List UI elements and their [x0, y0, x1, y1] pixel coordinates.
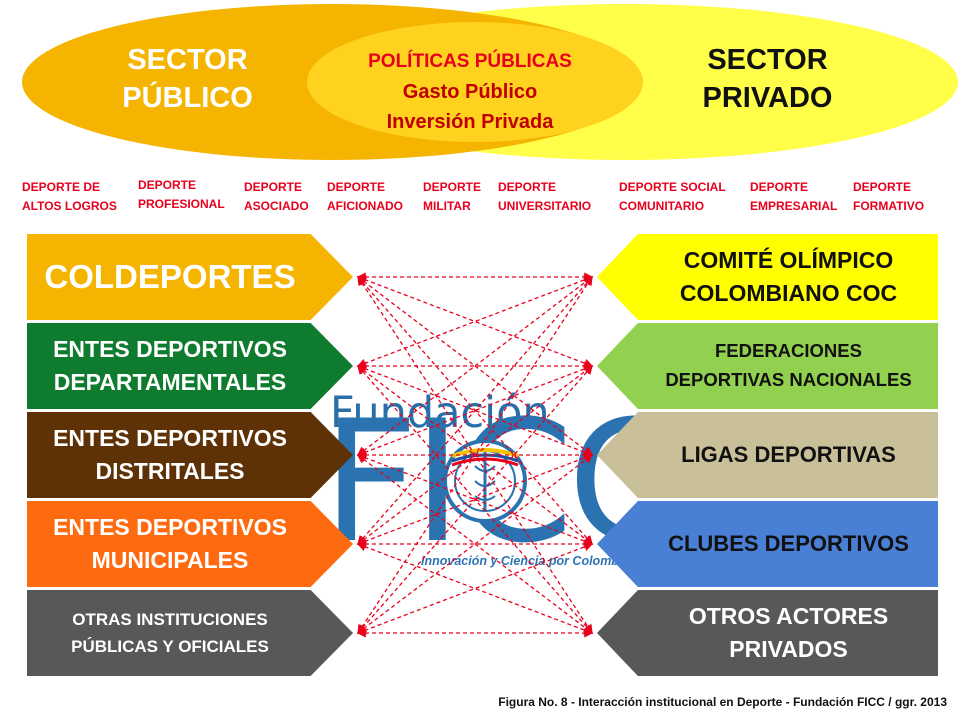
private-entity-clubes: CLUBES DEPORTIVOS — [597, 501, 938, 587]
public-sector-label: SECTOR PÚBLICO — [122, 44, 253, 114]
intersection-ellipse — [307, 22, 643, 142]
globe-emblem-icon — [443, 439, 527, 523]
venn-diagram — [22, 4, 958, 160]
figure-caption: Figura No. 8 - Interacción institucional… — [498, 695, 947, 709]
intersection-label: POLÍTICAS PÚBLICAS Gasto Público Inversi… — [368, 51, 572, 133]
public-entity-coldeportes: COLDEPORTES — [27, 234, 353, 320]
connector-1-0 — [356, 275, 594, 368]
connector-0-1 — [356, 275, 594, 368]
private-entity-ligas: LIGAS DEPORTIVAS — [597, 412, 938, 498]
private-sector-label: SECTOR PRIVADO — [702, 44, 833, 114]
logo-tagline: Innovación y Ciencia por Colombia — [421, 554, 630, 568]
